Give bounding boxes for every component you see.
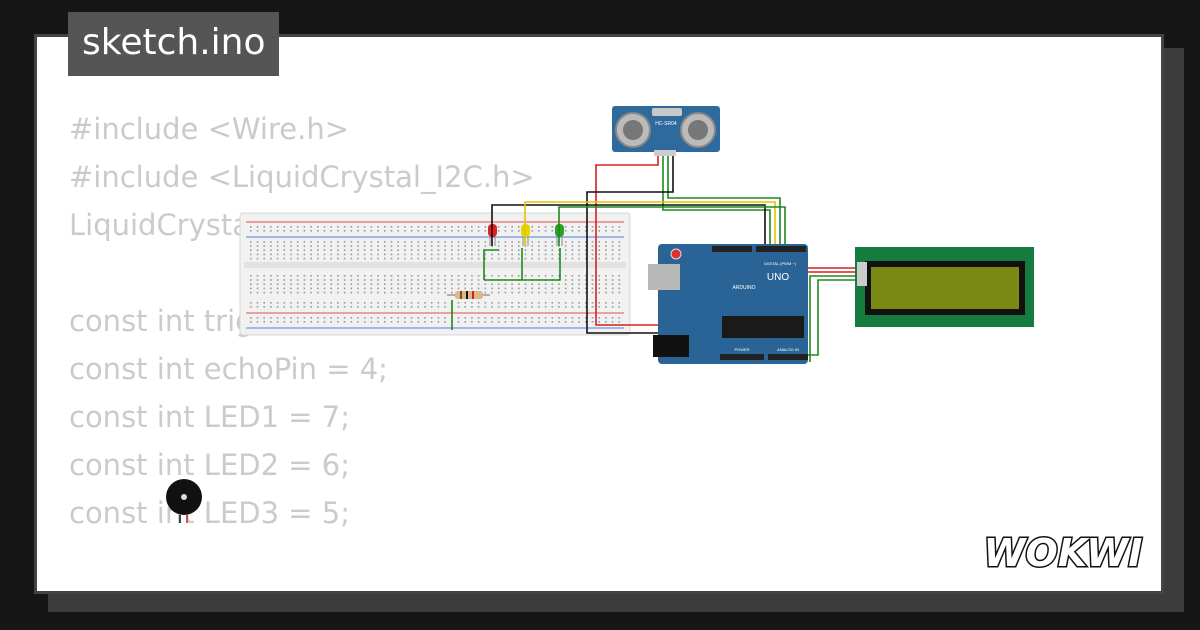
resistor[interactable] — [447, 291, 490, 299]
analog-pins-label: ANALOG IN — [777, 347, 799, 352]
wokwi-logo: WOKWI — [982, 530, 1144, 577]
code-line: const int LED2 = 6; — [69, 448, 351, 482]
buzzer[interactable] — [166, 479, 202, 523]
code-line: const int LED3 = 5; — [69, 496, 351, 530]
board-name: UNO — [767, 272, 789, 283]
power-pins-label: POWER — [734, 347, 749, 352]
wokwi-logo-text: WOKWI — [984, 531, 1143, 575]
code-line: const int LED1 = 7; — [69, 400, 351, 434]
digital-pins-label: DIGITAL (PWM ~) — [764, 261, 797, 266]
arduino-uno[interactable]: UNO ARDUINO DIGITAL (PWM ~) POWER ANALOG… — [648, 244, 808, 364]
breadboard[interactable] — [239, 212, 631, 336]
ultrasonic-sensor[interactable]: HC-SR04 — [612, 106, 720, 156]
code-line: #include <LiquidCrystal_I2C.h> — [69, 160, 535, 194]
code-line: const int echoPin = 4; — [69, 352, 388, 386]
code-line: #include <Wire.h> — [69, 112, 350, 146]
board-brand: ARDUINO — [732, 285, 755, 291]
lcd-display[interactable] — [855, 247, 1034, 327]
sketch-title: sketch.ino — [68, 12, 280, 76]
sensor-label: HC-SR04 — [655, 121, 677, 127]
